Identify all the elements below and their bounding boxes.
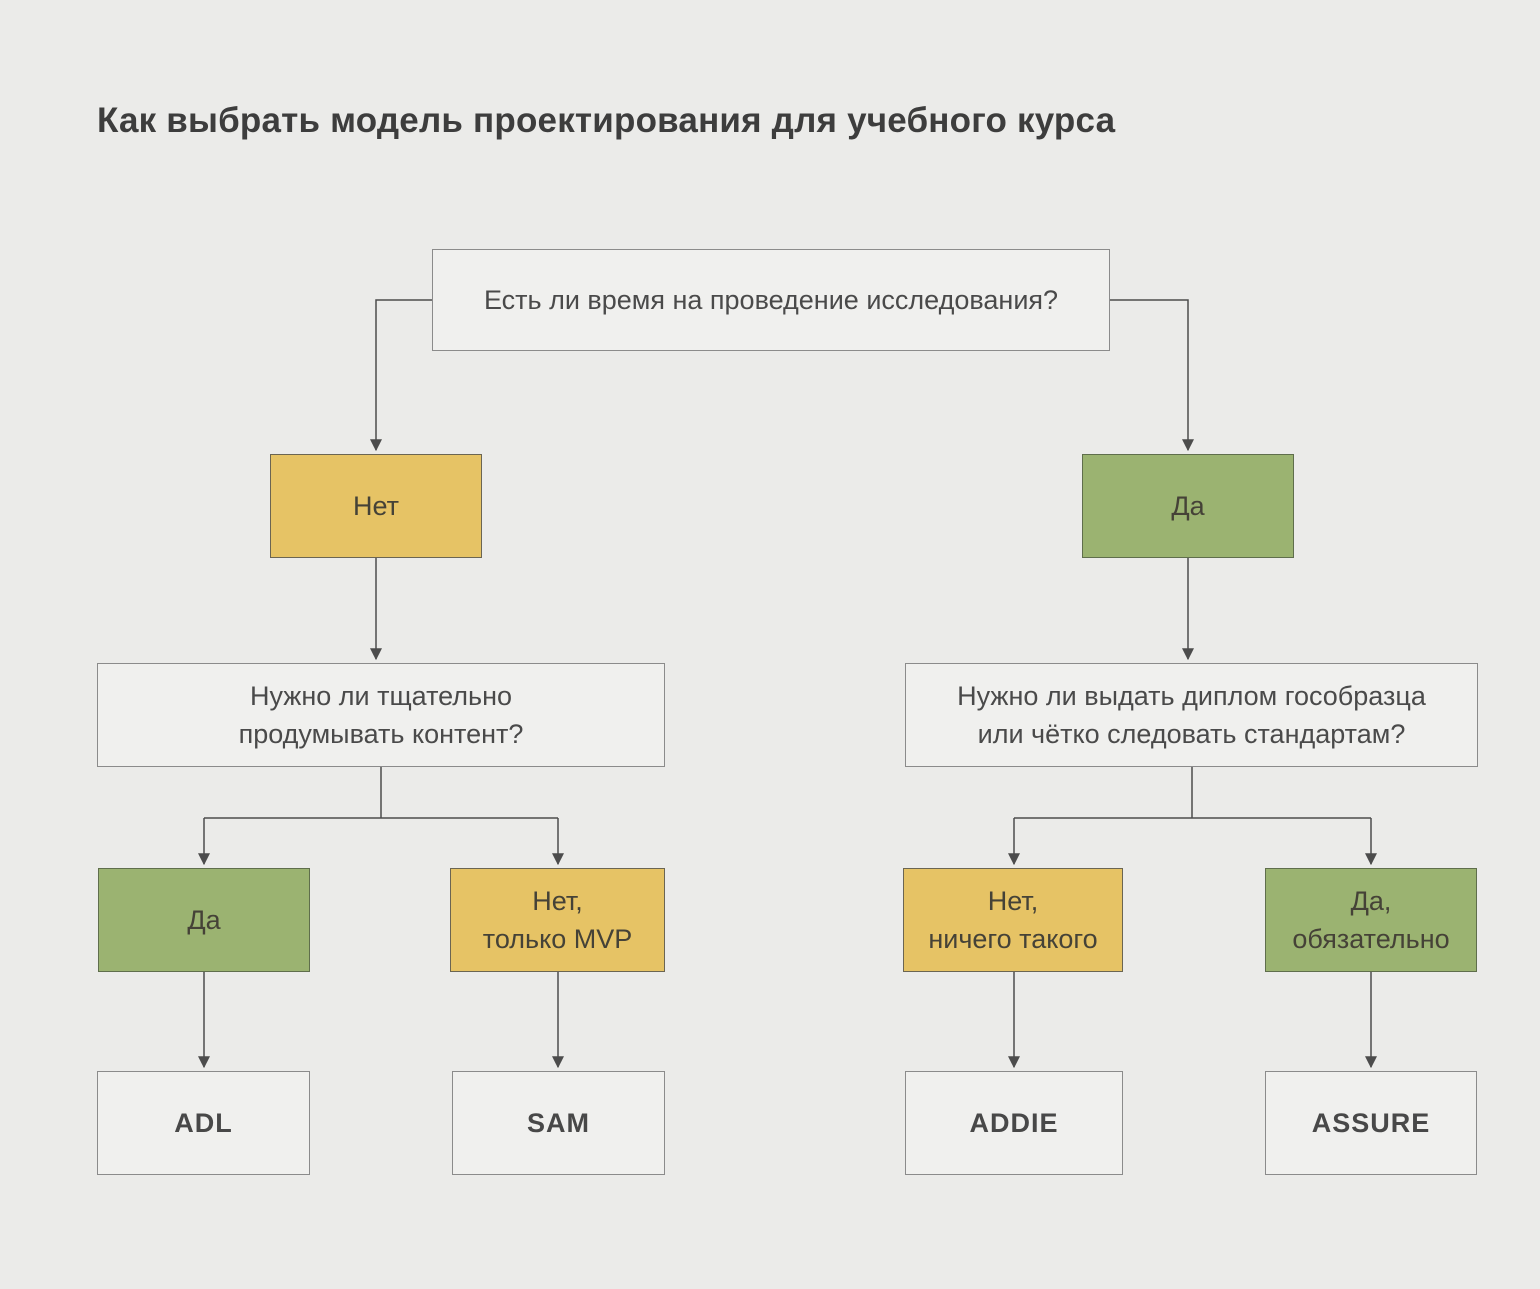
node-standards-question-label: Нужно ли выдать диплом гособразца или чё… xyxy=(957,681,1426,749)
node-content-no: Нет, только MVP xyxy=(450,868,665,972)
connector-content-split-bar xyxy=(204,767,558,819)
node-model-assure: ASSURE xyxy=(1265,1071,1477,1175)
node-content-question: Нужно ли тщательно продумывать контент? xyxy=(97,663,665,767)
diagram-title: Как выбрать модель проектирования для уч… xyxy=(97,101,1116,140)
node-yes-branch-label: Да xyxy=(1171,491,1205,521)
node-standards-yes: Да, обязательно xyxy=(1265,868,1477,972)
node-content-yes-label: Да xyxy=(187,905,221,935)
node-content-yes: Да xyxy=(98,868,310,972)
node-root-question-label: Есть ли время на проведение исследования… xyxy=(483,285,1059,315)
connector-standards-split-bar xyxy=(1014,767,1371,819)
node-content-question-label: Нужно ли тщательно продумывать контент? xyxy=(238,681,524,749)
node-root-question: Есть ли время на проведение исследования… xyxy=(432,249,1110,351)
node-model-sam-label: SAM xyxy=(527,1108,590,1138)
node-standards-yes-label: Да, обязательно xyxy=(1292,886,1450,954)
node-yes-branch: Да xyxy=(1082,454,1294,558)
node-model-assure-label: ASSURE xyxy=(1311,1108,1431,1138)
node-no-branch-label: Нет xyxy=(353,491,399,521)
node-model-addie-label: ADDIE xyxy=(969,1108,1059,1138)
node-model-adl: ADL xyxy=(97,1071,310,1175)
node-content-no-label: Нет, только MVP xyxy=(482,886,633,954)
node-model-adl-label: ADL xyxy=(174,1108,233,1138)
connector-root-to-no xyxy=(370,299,432,452)
node-model-sam: SAM xyxy=(452,1071,665,1175)
node-model-addie: ADDIE xyxy=(905,1071,1123,1175)
node-no-branch: Нет xyxy=(270,454,482,558)
node-standards-question: Нужно ли выдать диплом гособразца или чё… xyxy=(905,663,1478,767)
node-standards-no-label: Нет, ничего такого xyxy=(928,886,1098,954)
node-standards-no: Нет, ничего такого xyxy=(903,868,1123,972)
connector-root-to-yes xyxy=(1110,299,1194,452)
